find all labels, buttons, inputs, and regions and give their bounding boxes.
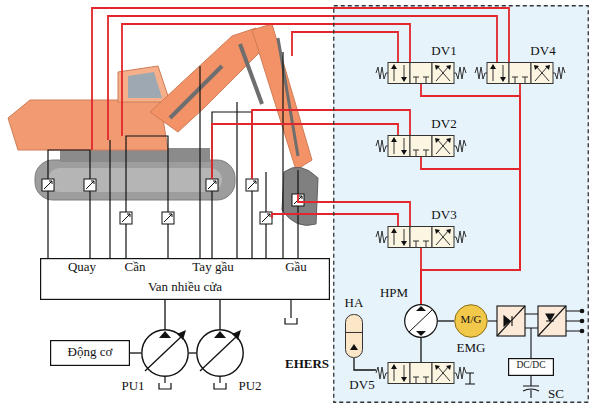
- node-label: DV4: [530, 44, 555, 59]
- directional-valve-outline: [475, 62, 565, 84]
- directional-valve: DV2: [376, 117, 466, 159]
- pump-motor: HPM: [404, 286, 438, 338]
- valve-symbols: [42, 179, 304, 224]
- pipe-connector: [421, 84, 520, 304]
- pipe-connector: [354, 358, 376, 370]
- directional-valve: DV4: [475, 44, 565, 86]
- node-label: PU1: [121, 379, 144, 394]
- converter-box: DC/DC: [508, 358, 554, 376]
- pipe-connector: [130, 352, 141, 353]
- node-label: DV5: [349, 378, 374, 393]
- pump-motor-outline: [404, 304, 438, 338]
- node-label: DV1: [431, 44, 456, 59]
- node-label: Quay: [68, 260, 96, 275]
- node-label: EMG: [457, 341, 486, 356]
- pipe-connector: [219, 300, 220, 329]
- system-region: EHERSDV1DV4DV2DV3HAHPMM/GEMGDV5DC/DC: [333, 5, 589, 403]
- node-label: Gầu: [285, 260, 307, 275]
- directional-valve-outline: [376, 62, 466, 84]
- node-label: DV2: [431, 117, 456, 132]
- node-label: Động cơ: [68, 345, 113, 360]
- node-label: PU2: [238, 379, 261, 394]
- directional-valve-outline: [376, 135, 466, 157]
- multi-port-valve: Quay Cần Tay gầu GầuVan nhiều cửa: [40, 258, 330, 300]
- directional-valve-outline: [376, 226, 466, 248]
- pipe-connector: [421, 157, 520, 304]
- accumulator-outline: [345, 314, 363, 358]
- directional-valve-outline: [376, 362, 466, 384]
- node-label: DV3: [431, 208, 456, 223]
- node-label: DC/DC: [516, 360, 545, 371]
- directional-valve: DV3: [376, 208, 466, 250]
- node-label: HPM: [380, 286, 408, 301]
- pump-symbol: PU1: [141, 329, 189, 377]
- pump-symbol-outline: [141, 329, 189, 377]
- engine-box: Động cơ: [50, 340, 130, 366]
- hydraulic-lines: [48, 52, 298, 389]
- pipe-connector: [164, 300, 165, 329]
- node-label: Tay gầu: [192, 260, 233, 275]
- directional-valve: DV5: [376, 362, 466, 384]
- pipe-connector: [420, 248, 422, 304]
- accumulator: HA: [343, 296, 365, 360]
- pump-symbol: PU2: [196, 329, 244, 377]
- red-lines: [92, 8, 509, 226]
- pipe-connector: [438, 320, 454, 321]
- node-label: Van nhiều cửa: [148, 280, 222, 295]
- node-label: Cần: [125, 260, 146, 275]
- region-ground: [333, 5, 589, 403]
- node-label: HA: [345, 296, 364, 311]
- directional-valve: DV1: [376, 44, 466, 86]
- component-label: SC: [548, 387, 564, 402]
- pipe-connector: [189, 352, 196, 353]
- pipe-connector: [421, 84, 520, 304]
- node-label: EHERS: [285, 357, 329, 372]
- pipe-connector: [420, 338, 421, 362]
- motor-generator: M/G EMG: [454, 304, 488, 356]
- node-label: M/G: [461, 313, 482, 326]
- pump-symbol-outline: [196, 329, 244, 377]
